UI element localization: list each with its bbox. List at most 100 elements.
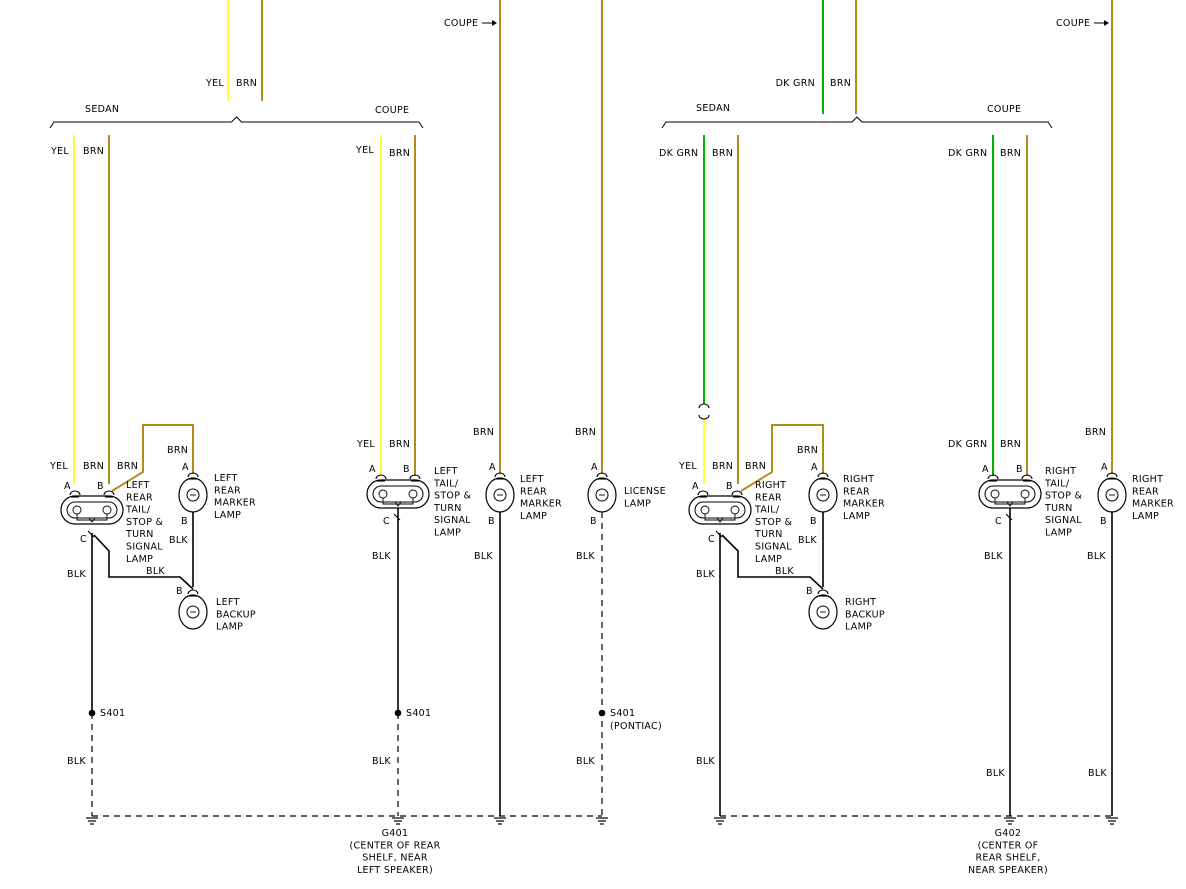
lamp-label: BACKUP	[216, 609, 256, 620]
wire-label: B	[810, 516, 817, 527]
wire-label: BRN	[167, 445, 188, 456]
wire-label: COUPE	[375, 105, 409, 116]
labels: YEL BRN SEDAN COUPE YEL BRN YEL BRN BRN BRN A B LEFT…	[49, 18, 1174, 876]
wire-label: BLK	[696, 756, 715, 767]
wire-label: B	[1100, 516, 1107, 527]
wire-label: BRN	[797, 445, 818, 456]
wire-label: A	[182, 462, 189, 473]
lamp-internal	[994, 498, 1026, 505]
wire-label: YEL	[205, 78, 224, 89]
wire-label: BLK	[1088, 768, 1107, 779]
wire-label: S401	[406, 708, 431, 719]
lamp-label: TURN	[1044, 503, 1073, 514]
lamp-internal	[76, 514, 108, 521]
pin-connector	[494, 472, 506, 478]
lamp-label: LAMP	[434, 528, 461, 539]
bulb-filament-icon	[816, 488, 830, 502]
pin-connector	[375, 474, 387, 480]
lamp-label: BACKUP	[845, 609, 885, 620]
wire-label: SEDAN	[85, 104, 119, 115]
lamp-label: STOP &	[755, 517, 793, 528]
wire-label: BLK	[169, 535, 188, 546]
wire-label: BRN	[1000, 439, 1021, 450]
lamp-label: LEFT	[126, 480, 150, 491]
pin-connector	[69, 490, 81, 496]
inline-connector-icon	[698, 403, 710, 409]
wire-label: BRN	[389, 439, 410, 450]
wire-label: COUPE	[987, 104, 1021, 115]
lamp-label: LAMP	[126, 554, 153, 565]
ground-label: NEAR SPEAKER)	[968, 865, 1048, 876]
splice-dot-icon	[394, 709, 402, 717]
wire-label: YEL	[50, 146, 69, 157]
wire-label: BRN	[830, 78, 851, 89]
lamp-label: MARKER	[520, 499, 562, 510]
wire-label: C	[708, 534, 715, 545]
bulb-filament-icon	[186, 488, 200, 502]
lamps	[60, 20, 1127, 825]
lamp-label: SIGNAL	[1045, 515, 1082, 526]
wire-label: BLK	[474, 551, 493, 562]
connector-c-icon	[715, 530, 723, 538]
pin-connector	[1021, 474, 1033, 480]
pin-connector	[187, 472, 199, 478]
wire-label: BRN	[745, 461, 766, 472]
lamp-label: STOP &	[434, 491, 472, 502]
lamp-label: TAIL/	[125, 505, 151, 516]
brn-wire-marker-jumper	[111, 424, 194, 492]
wire-label: BRN	[1000, 148, 1021, 159]
pin-connector	[1106, 472, 1118, 478]
wire-label: SEDAN	[696, 103, 730, 114]
lamp-label: SIGNAL	[126, 542, 163, 553]
wire-label: B	[1016, 464, 1023, 475]
bulb-filament-icon	[186, 605, 200, 619]
blk-wire	[721, 534, 824, 590]
wire-label: BRN	[473, 427, 494, 438]
wire-label: A	[64, 481, 71, 492]
bulb-filament-icon	[1105, 488, 1119, 502]
wire-label: B	[181, 516, 188, 527]
pin-connector	[817, 472, 829, 478]
wire-label: DK GRN	[948, 439, 987, 450]
dual-bulb-lamp-icon	[60, 495, 124, 525]
wire-label: BLK	[576, 551, 595, 562]
wire-label: A	[489, 462, 496, 473]
lamp-internal	[382, 498, 414, 505]
wire-label: BLK	[372, 756, 391, 767]
wire-label: (PONTIAC)	[610, 721, 662, 732]
wire-label: B	[488, 516, 495, 527]
dual-bulb-lamp-icon	[694, 501, 746, 519]
lamp-label: LEFT	[434, 466, 458, 477]
ground-label: LEFT SPEAKER)	[357, 865, 433, 876]
ground-label: REAR SHELF,	[976, 853, 1041, 864]
wire-label: BLK	[576, 756, 595, 767]
wire-label: A	[591, 462, 598, 473]
wire-label: B	[726, 481, 733, 492]
dual-bulb-lamp-icon	[688, 495, 752, 525]
lamp-label: LAMP	[624, 498, 651, 509]
ground-label: (CENTER OF REAR	[349, 840, 440, 851]
lamp-label: TAIL/	[754, 505, 780, 516]
lamp-label: RIGHT	[845, 597, 876, 608]
wire-label: DK GRN	[776, 78, 815, 89]
wire-label: S401	[100, 708, 125, 719]
lamp-internal	[1006, 501, 1014, 507]
lamp-label: TURN	[754, 529, 783, 540]
lamp-label: SIGNAL	[755, 542, 792, 553]
lamp-label: SIGNAL	[434, 515, 471, 526]
lamp-label: MARKER	[1132, 499, 1174, 510]
lamp-label: LAMP	[755, 554, 782, 565]
wire-label: YEL	[355, 145, 374, 156]
wire-label: S401	[610, 708, 635, 719]
splice-dot-icon	[88, 709, 96, 717]
wire-label: DK GRN	[659, 148, 698, 159]
wire-label: A	[369, 464, 376, 475]
wire-label: BLK	[67, 756, 86, 767]
connector-c-icon	[1005, 513, 1013, 521]
inline-connector-icon	[698, 414, 710, 420]
lamp-label: REAR	[755, 492, 782, 503]
wire-label: BRN	[236, 78, 257, 89]
bulb-filament-icon	[816, 605, 830, 619]
dual-bulb-lamp-icon	[66, 501, 118, 519]
lamp-internal	[704, 514, 736, 521]
